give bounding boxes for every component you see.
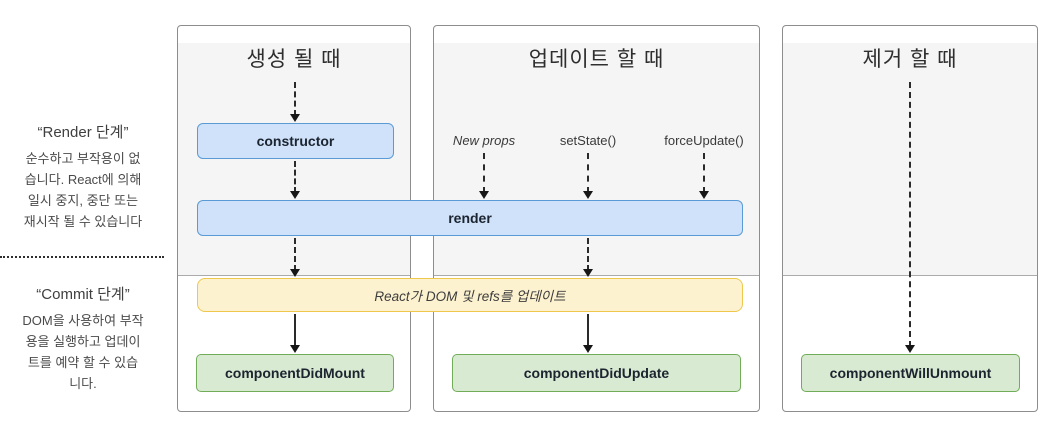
react-dom-update-box: React가 DOM 및 refs를 업데이트 [197,278,743,312]
commit-phase-description: DOM을 사용하여 부작 용을 실행하고 업데이 트를 예약 할 수 있습 니다… [22,313,144,391]
column-update-title: 업데이트 할 때 [528,48,665,71]
trigger-setstate-label: setState() [559,133,617,148]
component-did-update-box: componentDidUpdate [452,354,741,392]
column-unmount-title: 제거 할 때 [862,48,958,71]
column-mount-render-phase-area: 생성 될 때 [178,43,410,276]
trigger-forceupdate-label: forceUpdate() [664,133,744,148]
column-mount-title: 생성 될 때 [246,48,342,71]
commit-phase-title: “Commit 단계” [36,286,130,303]
render-box: render [197,200,743,236]
phase-divider-dotted-line [0,256,164,258]
render-phase-title: “Render 단계” [37,124,129,141]
component-will-unmount-box: componentWillUnmount [801,354,1020,392]
trigger-new-props-label: New props [452,133,516,148]
constructor-box: constructor [197,123,394,159]
component-did-mount-box: componentDidMount [196,354,394,392]
render-phase-description: 순수하고 부작용이 없 습니다. React에 의해 일시 중지, 중단 또는 … [23,151,143,229]
